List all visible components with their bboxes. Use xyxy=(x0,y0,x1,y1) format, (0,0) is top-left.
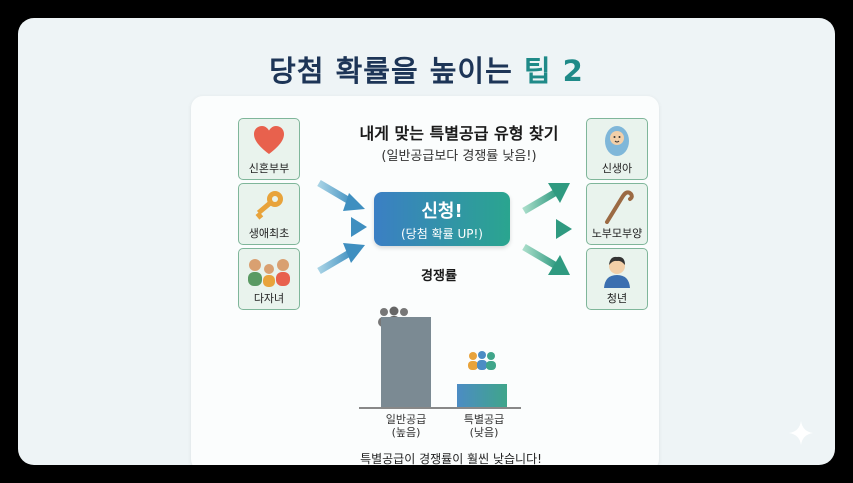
page-title: 당첨 확률을 높이는 팁 2 xyxy=(18,48,835,90)
crowd-small-icon xyxy=(468,351,496,370)
card-newlywed: 신혼부부 xyxy=(238,118,300,180)
apply-button[interactable]: 신청! (당첨 확률 UP!) xyxy=(374,192,510,246)
card-label: 신혼부부 xyxy=(248,162,290,175)
chart-baseline xyxy=(359,407,521,409)
arrow-out-icon xyxy=(524,219,572,239)
title-main: 당첨 확률을 높이는 xyxy=(269,54,513,88)
chart-bar xyxy=(457,384,507,407)
card-label: 생애최초 xyxy=(248,227,290,240)
baby-icon xyxy=(587,123,647,159)
arrow-out-icon xyxy=(522,183,570,215)
panel-heading: 내게 맞는 특별공급 유형 찾기 xyxy=(359,124,559,143)
arrows-in xyxy=(317,179,367,275)
panel-subheading: (일반공급보다 경쟁률 낮음!) xyxy=(381,149,537,164)
arrow-in-icon xyxy=(317,217,367,237)
card-label: 노부모부양 xyxy=(591,227,643,240)
card-label: 신생아 xyxy=(601,162,633,175)
young-person-icon xyxy=(587,253,647,289)
arrows-out xyxy=(522,183,572,275)
slide: 당첨 확률을 높이는 팁 2 내게 맞는 특별공급 유형 찾기 (일반공급보다 … xyxy=(18,18,835,465)
heart-icon xyxy=(239,123,299,159)
panel-footer: 특별공급이 경쟁률이 훨씬 낮습니다! xyxy=(360,452,542,465)
card-label: 청년 xyxy=(606,292,628,305)
cane-icon xyxy=(587,188,647,224)
cta-subtitle: (당첨 확률 UP!) xyxy=(401,227,483,241)
card-elderly-support: 노부모부양 xyxy=(586,183,648,245)
card-label: 다자녀 xyxy=(253,292,285,305)
bar-label: 특별공급(낮음) xyxy=(463,413,505,439)
chart-bar xyxy=(381,317,431,407)
card-multi-child: 다자녀 xyxy=(238,248,300,310)
info-panel: 내게 맞는 특별공급 유형 찾기 (일반공급보다 경쟁률 낮음!) 신혼부부 생… xyxy=(191,96,659,465)
family-icon xyxy=(239,253,299,289)
key-icon xyxy=(239,188,299,224)
title-accent: 팁 2 xyxy=(523,54,584,88)
card-youth: 청년 xyxy=(586,248,648,310)
cta-title: 신청! xyxy=(421,201,463,222)
arrow-in-icon xyxy=(317,243,365,275)
card-newborn: 신생아 xyxy=(586,118,648,180)
card-first-home: 생애최초 xyxy=(238,183,300,245)
arrow-in-icon xyxy=(317,179,365,211)
bar-label: 일반공급(높음) xyxy=(385,413,427,439)
chart-title: 경쟁률 xyxy=(421,269,457,284)
sparkle-icon xyxy=(789,421,813,445)
arrow-out-icon xyxy=(522,243,570,275)
